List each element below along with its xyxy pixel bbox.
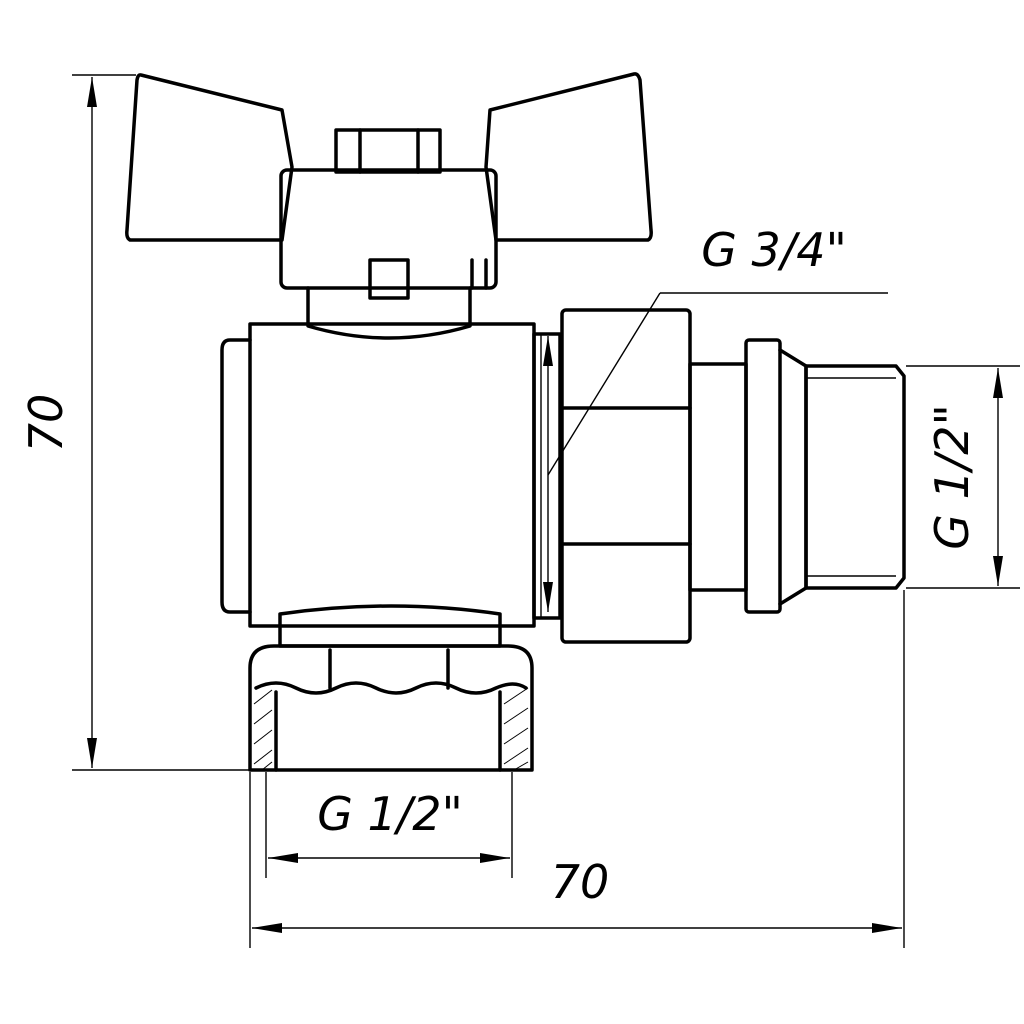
break-line [254,681,528,695]
union-taper [778,348,808,606]
dimension-side-thread: G 1/2" [906,365,1020,589]
handle-top-nut [334,128,442,174]
dimension-union-thread-label: G 3/4" [701,223,846,277]
dimension-height-label: 70 [19,394,73,453]
body-right-collar [532,332,562,620]
dimension-union-thread: G 3/4" [543,223,888,612]
leader-line [547,292,661,476]
handle-stop-pin [368,258,410,300]
union-flange [744,338,782,614]
handle-wing-left [125,73,294,242]
male-thread-end [804,364,906,590]
dimension-height: 70 [19,74,250,771]
body-main [248,322,536,628]
dimension-bottom-thread: G 1/2" [265,772,513,878]
thread-hatch-left [253,689,273,771]
dimension-width-label: 70 [551,855,610,909]
valve-body [220,322,562,648]
body-bottom-neck [278,604,502,648]
union-hex-nut [560,308,692,644]
thread-hatch-right [503,687,529,771]
bottom-female-nut [248,644,534,772]
handle-wing-right [484,72,653,242]
stem-neck [306,286,472,340]
union-sleeve [688,362,748,592]
body-left-cap [220,338,252,614]
dimension-width: 70 [249,590,905,948]
butterfly-handle [125,72,653,300]
dimension-bottom-thread-label: G 1/2" [317,787,462,841]
handle-hub [279,168,498,290]
union-connector [560,308,906,644]
dimension-side-thread-label: G 1/2" [925,404,979,549]
